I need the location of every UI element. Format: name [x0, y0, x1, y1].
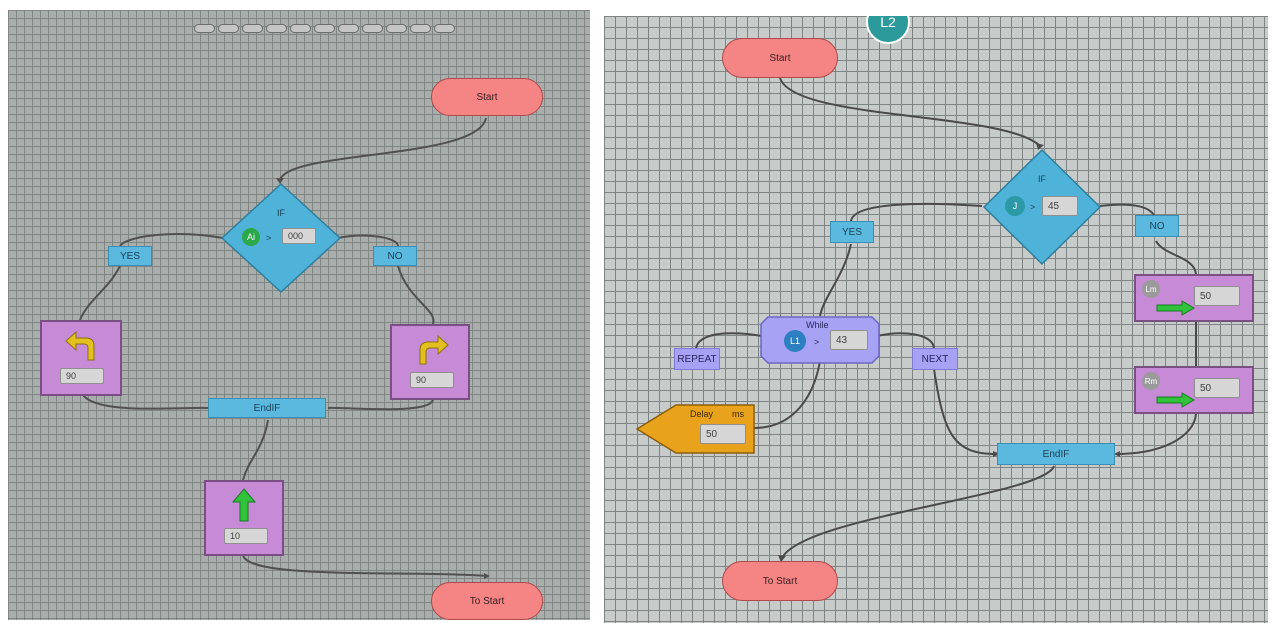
endif-block[interactable]: EndIF: [208, 398, 326, 418]
to-start-terminal[interactable]: To Start: [431, 582, 543, 620]
if-label: IF: [277, 208, 285, 218]
right-flow-canvas[interactable]: L2 Start IF J > 45 YES NO While L1 > 43 …: [604, 16, 1268, 623]
toolbar-dot[interactable]: [194, 24, 215, 33]
turn-left-block[interactable]: 90: [40, 320, 122, 396]
left-connectors: [79, 117, 490, 579]
yes-branch-tag[interactable]: YES: [108, 246, 152, 266]
motor-sensor-icon: Rm: [1142, 372, 1160, 390]
yes-branch-tag[interactable]: YES: [830, 221, 874, 243]
if-label: IF: [1038, 174, 1046, 184]
while-label: While: [806, 320, 829, 330]
turn-right-value-input[interactable]: 90: [410, 372, 454, 388]
no-branch-tag[interactable]: NO: [373, 246, 417, 266]
toolbar-dot[interactable]: [434, 24, 455, 33]
turn-right-arrow-icon: [419, 334, 449, 365]
toolbar-dot[interactable]: [242, 24, 263, 33]
left-motor-value-input[interactable]: 50: [1194, 286, 1240, 306]
toolbar-dot[interactable]: [290, 24, 311, 33]
toolbar-dot[interactable]: [410, 24, 431, 33]
delay-label: Delay: [690, 409, 714, 419]
turn-right-block[interactable]: 90: [390, 324, 470, 400]
start-terminal[interactable]: Start: [722, 38, 838, 78]
toolbar-dot[interactable]: [266, 24, 287, 33]
repeat-tag[interactable]: REPEAT: [674, 348, 720, 370]
if-value-input[interactable]: 45: [1042, 196, 1078, 216]
delay-value-input[interactable]: 50: [700, 424, 746, 444]
no-branch-tag[interactable]: NO: [1135, 215, 1179, 237]
if-value-input[interactable]: 000: [282, 228, 316, 244]
turn-left-arrow-icon: [65, 330, 95, 361]
while-value-input[interactable]: 43: [830, 330, 868, 350]
if-decision[interactable]: [220, 182, 342, 294]
sensor-icon: Ai: [242, 228, 260, 246]
turn-left-value-input[interactable]: 90: [60, 368, 104, 384]
sensor-icon: L1: [784, 330, 806, 352]
start-terminal[interactable]: Start: [431, 78, 543, 116]
toolbar-dot[interactable]: [218, 24, 239, 33]
forward-block[interactable]: 10: [204, 480, 284, 556]
toolbar-dot[interactable]: [338, 24, 359, 33]
right-motor-value-input[interactable]: 50: [1194, 378, 1240, 398]
toolbar-dot[interactable]: [314, 24, 335, 33]
sensor-icon: J: [1005, 196, 1025, 216]
endif-block[interactable]: EndIF: [997, 443, 1115, 465]
forward-value-input[interactable]: 10: [224, 528, 268, 544]
if-operator: >: [1030, 202, 1036, 212]
to-start-terminal[interactable]: To Start: [722, 561, 838, 601]
next-tag[interactable]: NEXT: [912, 348, 958, 370]
toolbar-dots: [194, 24, 455, 33]
delay-unit: ms: [732, 409, 744, 419]
forward-arrow-icon: [232, 488, 256, 522]
right-connectors: [695, 77, 1197, 562]
left-flow-canvas[interactable]: Start IF Ai > 000 YES NO 90 90 EndIF 10 …: [8, 10, 590, 620]
motor-sensor-icon: Lm: [1142, 280, 1160, 298]
if-operator: >: [266, 233, 272, 243]
while-loop-block[interactable]: [760, 316, 880, 364]
left-motor-block[interactable]: Lm 50: [1134, 274, 1254, 322]
right-arrow-icon: [1156, 392, 1195, 408]
while-operator: >: [814, 337, 820, 347]
toolbar-dot[interactable]: [362, 24, 383, 33]
toolbar-dot[interactable]: [386, 24, 407, 33]
right-motor-block[interactable]: Rm 50: [1134, 366, 1254, 414]
right-arrow-icon: [1156, 300, 1195, 316]
